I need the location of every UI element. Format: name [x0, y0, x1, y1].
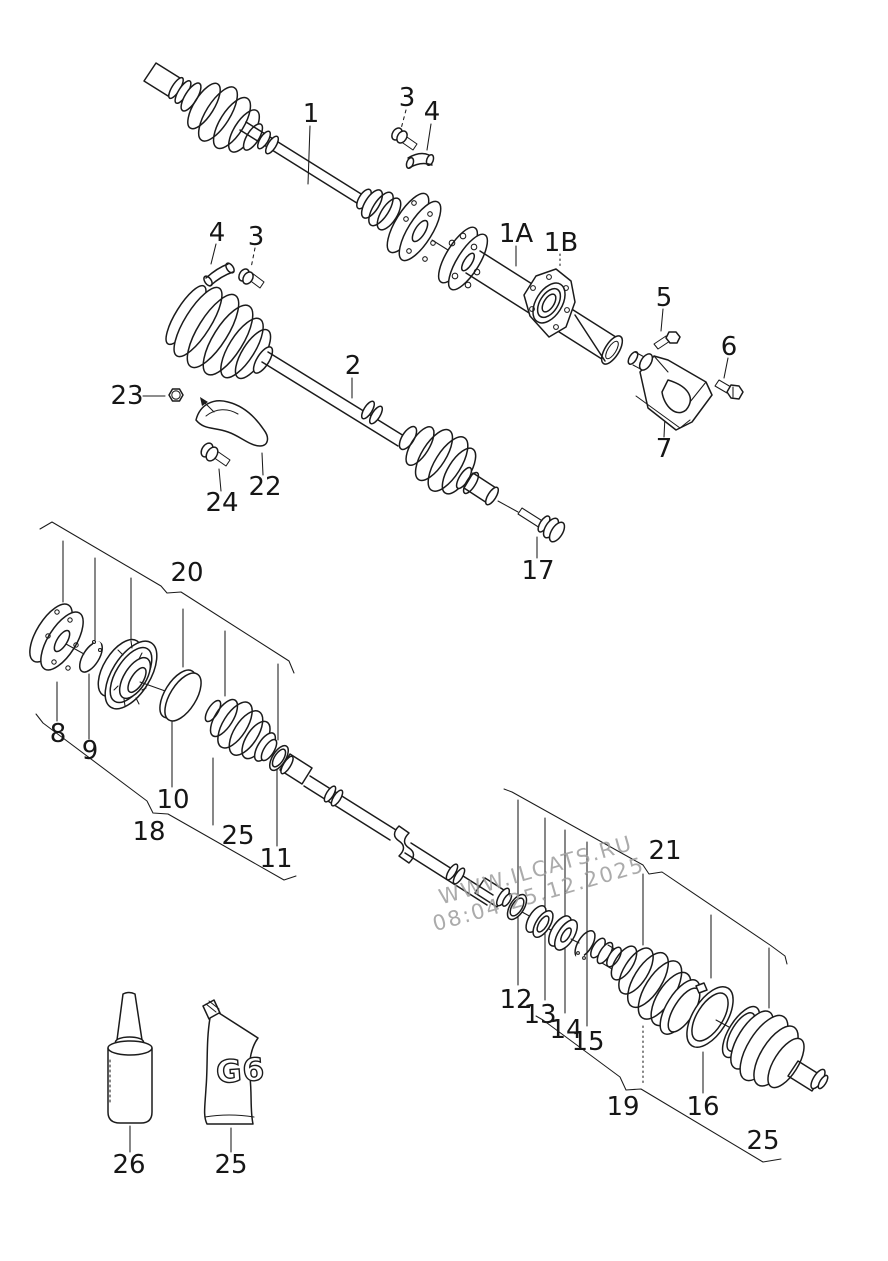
callout-26: 26: [112, 1150, 145, 1180]
grease-bottle-26: [107, 991, 153, 1124]
callout-3-mid: 3: [248, 222, 265, 252]
callout-15: 15: [571, 1027, 604, 1057]
grease-tube-25: G6: [202, 999, 267, 1125]
long-shaft: [279, 753, 513, 908]
callout-2: 2: [345, 351, 362, 381]
cv-boot-19: [606, 945, 701, 1035]
drive-shaft-1-assembly: [143, 62, 489, 291]
callout-13: 13: [523, 1000, 556, 1030]
support-bracket-7: [635, 353, 713, 431]
bolt-24: [200, 442, 231, 467]
gasket-ring-10: [159, 669, 202, 722]
bolt-3-top: [391, 127, 418, 151]
bolt-17: [517, 507, 566, 543]
circlip-15: [574, 929, 596, 960]
callout-12: 12: [499, 985, 532, 1015]
break-symbol: [393, 825, 415, 864]
callout-25-grease: 25: [214, 1150, 247, 1180]
group-bracket-18: [35, 673, 297, 881]
cv-boot-25: [204, 698, 278, 762]
group-bracket-21: [503, 788, 788, 1027]
callout-6: 6: [721, 332, 738, 362]
callout-labels: 1 3 4 4 3 1A 1B 5 6 7 2 23 22 24 17 20 8…: [50, 83, 780, 1180]
callout-14: 14: [549, 1015, 582, 1045]
callout-10: 10: [156, 785, 189, 815]
bearing-flange-1b: [523, 268, 606, 362]
callout-20: 20: [170, 558, 203, 588]
callout-leaders: [129, 109, 729, 1153]
callout-24: 24: [205, 488, 238, 518]
cv-flange: [386, 192, 449, 262]
callout-21: 21: [648, 836, 681, 866]
bolt-6: [714, 379, 744, 400]
heat-shield-22: [195, 397, 269, 447]
callout-4-top: 4: [424, 97, 441, 127]
washer-14: [547, 915, 580, 951]
callout-16: 16: [686, 1092, 719, 1122]
drive-shaft-2-assembly: [165, 284, 519, 513]
cv-boot: [186, 293, 240, 369]
callout-8: 8: [50, 719, 67, 749]
cv-boot: [187, 82, 221, 130]
outer-cv-joint: [721, 1005, 829, 1092]
coupling-flange: [437, 226, 489, 291]
callout-1b: 1B: [544, 228, 578, 258]
callout-25-boot: 25: [221, 821, 254, 851]
bolt-5: [653, 331, 681, 350]
callout-3-top: 3: [399, 83, 416, 113]
callout-1a: 1A: [499, 219, 534, 249]
callout-9: 9: [82, 736, 99, 766]
callout-5: 5: [656, 283, 673, 313]
group-bracket-bottom: [535, 1015, 782, 1163]
clamp-16: [686, 982, 741, 1048]
callout-7: 7: [656, 434, 673, 464]
grease-type-marking: G6: [215, 1052, 266, 1091]
callout-1: 1: [303, 99, 320, 129]
cap-13: [525, 904, 558, 939]
flange-plate-8: [29, 603, 85, 671]
circlip-9: [78, 639, 104, 673]
callout-22: 22: [248, 472, 281, 502]
nut-23: [168, 388, 184, 402]
callout-19: 19: [606, 1092, 639, 1122]
callout-11: 11: [259, 844, 292, 874]
group-bracket-20: [39, 521, 295, 741]
cone-stub: [590, 937, 619, 970]
callout-4-mid: 4: [209, 218, 226, 248]
clip-4-top: [405, 152, 435, 170]
cv-joint-bearing: [97, 638, 169, 710]
callout-18: 18: [132, 817, 165, 847]
bolt-3-mid: [238, 268, 265, 289]
clip-4-mid: [203, 262, 235, 287]
callout-17: 17: [521, 556, 554, 586]
callout-23: 23: [110, 381, 143, 411]
callout-25-joint: 25: [746, 1126, 779, 1156]
